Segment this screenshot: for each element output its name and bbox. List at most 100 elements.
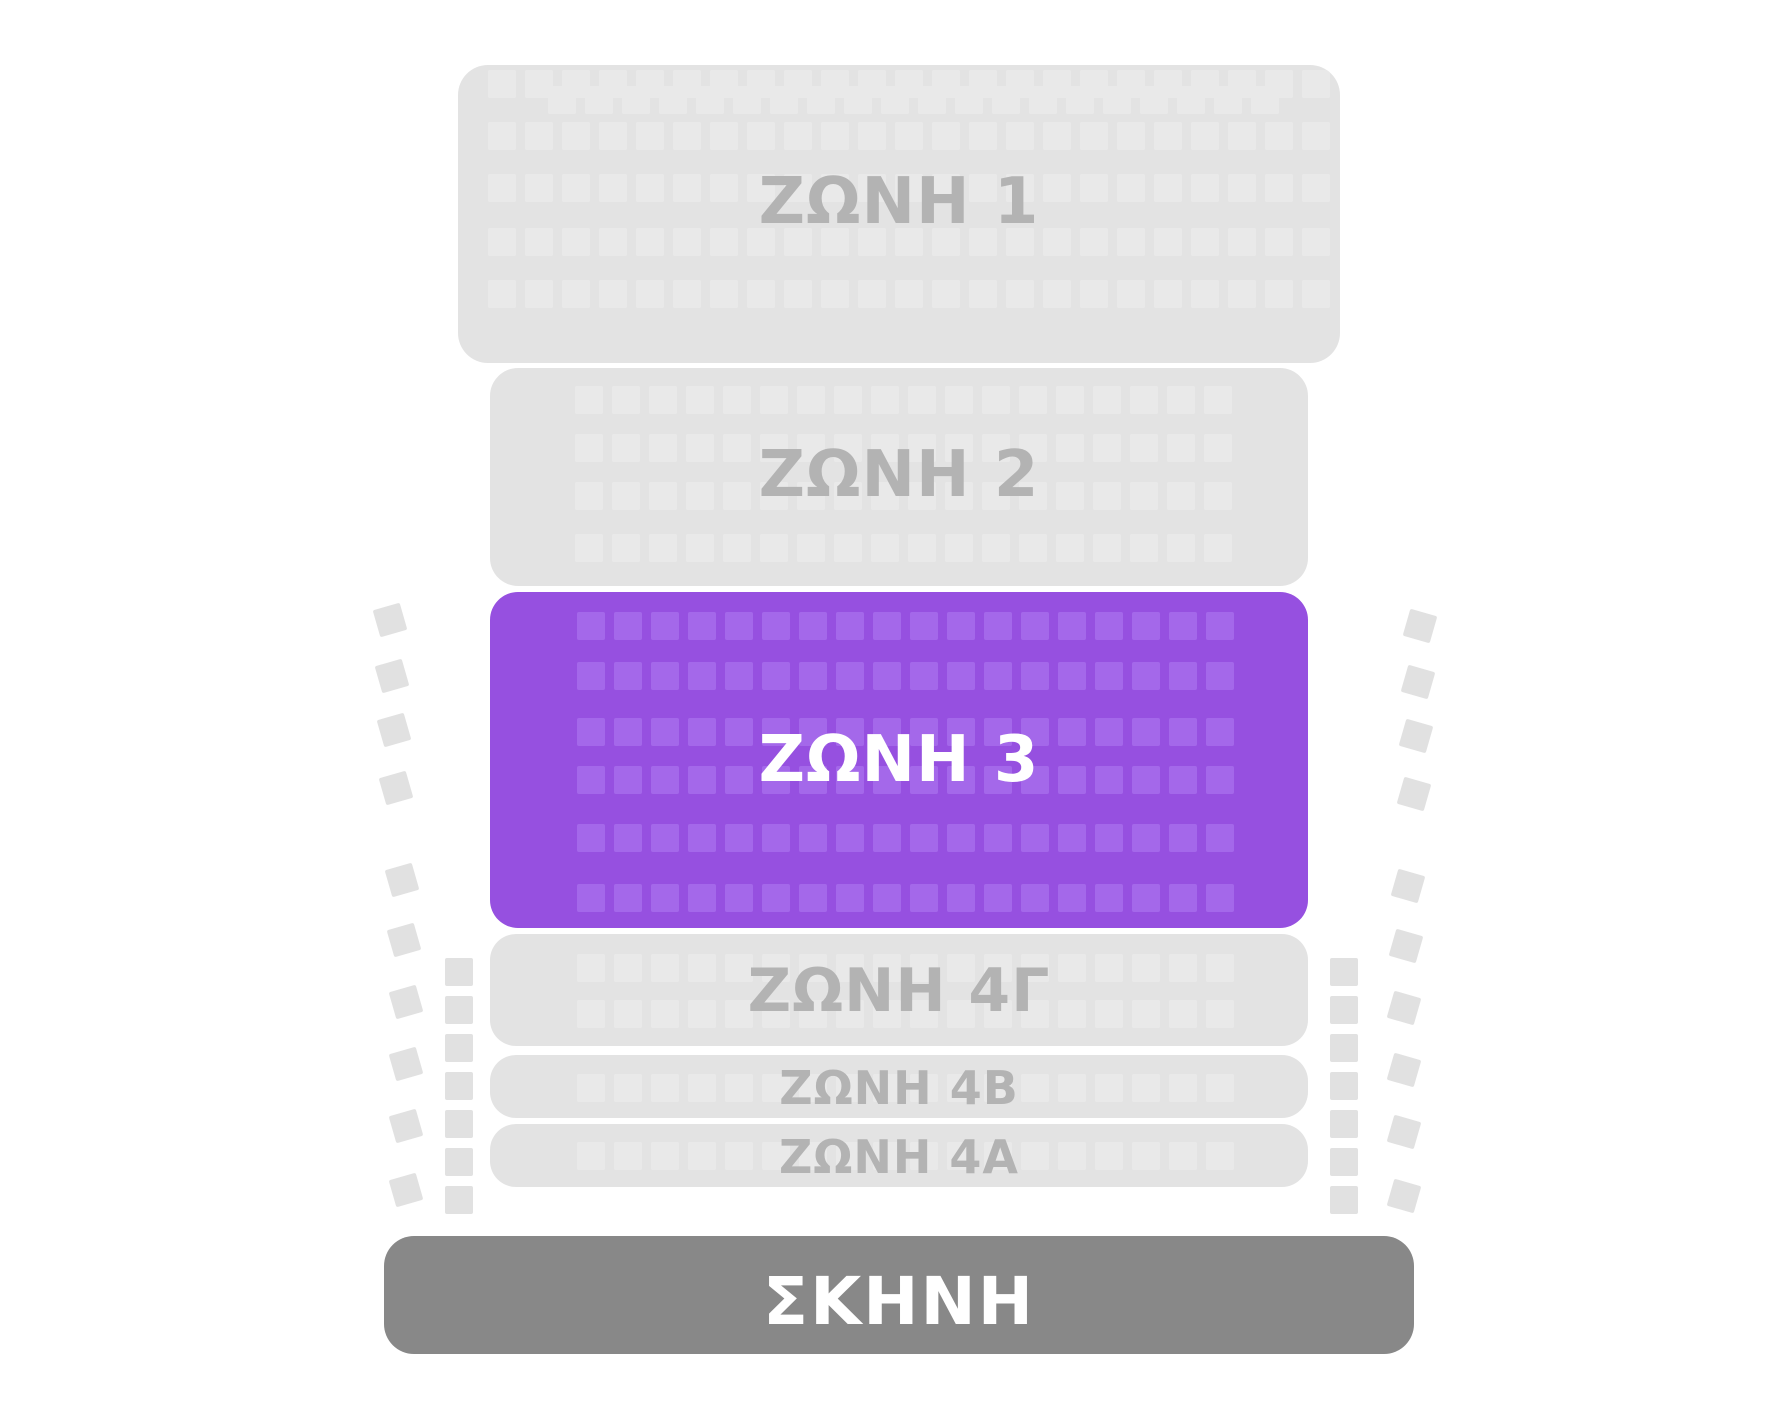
seat <box>651 662 679 690</box>
seat <box>1169 1074 1197 1102</box>
seat <box>488 280 516 308</box>
seat <box>649 386 677 414</box>
seat <box>908 386 936 414</box>
seat <box>799 1000 827 1028</box>
seat <box>1058 1074 1086 1102</box>
seat <box>651 1074 679 1102</box>
seat <box>688 824 716 852</box>
seat <box>836 1074 864 1102</box>
seat <box>910 884 938 912</box>
seat <box>1006 122 1034 150</box>
seat <box>525 228 553 256</box>
seat <box>984 884 1012 912</box>
seat <box>799 662 827 690</box>
seat <box>1132 612 1160 640</box>
seat <box>784 280 812 308</box>
seat <box>834 482 862 510</box>
side-seat <box>388 1172 424 1208</box>
zone-4b-seats <box>490 1055 1308 1118</box>
seat <box>575 434 603 462</box>
seat <box>725 1074 753 1102</box>
seat <box>984 954 1012 982</box>
seat <box>725 1000 753 1028</box>
seat <box>725 1142 753 1170</box>
seat <box>932 228 960 256</box>
seat <box>799 1142 827 1170</box>
seat <box>945 534 973 562</box>
seat <box>836 612 864 640</box>
seat <box>873 612 901 640</box>
seat <box>1265 228 1293 256</box>
stage-bar: ΣΚΗΝΗ <box>384 1236 1414 1354</box>
seat <box>1169 662 1197 690</box>
seat <box>821 280 849 308</box>
seat <box>1140 86 1168 114</box>
seat <box>488 228 516 256</box>
side-seat <box>1400 664 1436 700</box>
zone-4g[interactable]: ΖΩΝΗ 4Γ <box>490 934 1308 1046</box>
seat <box>651 718 679 746</box>
seat <box>562 228 590 256</box>
zone-4a[interactable]: ΖΩΝΗ 4Α <box>490 1124 1308 1187</box>
seat <box>1058 824 1086 852</box>
seat <box>599 228 627 256</box>
seat <box>799 766 827 794</box>
seat <box>969 174 997 202</box>
zone-2[interactable]: ΖΩΝΗ 2 <box>490 368 1308 586</box>
seat <box>873 1142 901 1170</box>
seat <box>612 434 640 462</box>
seat <box>932 174 960 202</box>
zone-4b[interactable]: ΖΩΝΗ 4Β <box>490 1055 1308 1118</box>
seat <box>525 122 553 150</box>
seat <box>1191 228 1219 256</box>
seat <box>725 824 753 852</box>
seat <box>908 434 936 462</box>
seat <box>1095 954 1123 982</box>
seat <box>858 174 886 202</box>
seat <box>895 174 923 202</box>
seat <box>614 954 642 982</box>
seat <box>1206 954 1234 982</box>
seat <box>1056 434 1084 462</box>
seat <box>910 1000 938 1028</box>
side-seat <box>445 1186 473 1214</box>
seat <box>947 1142 975 1170</box>
seat <box>1019 482 1047 510</box>
seat <box>1206 824 1234 852</box>
seat <box>696 86 724 114</box>
seat <box>821 122 849 150</box>
seat <box>1169 612 1197 640</box>
seat <box>651 766 679 794</box>
seat <box>1191 122 1219 150</box>
zone-4g-label: ΖΩΝΗ 4Γ <box>747 956 1051 1026</box>
seat <box>688 1074 716 1102</box>
seat <box>688 884 716 912</box>
seat <box>762 884 790 912</box>
seat <box>1206 1074 1234 1102</box>
seat <box>1021 884 1049 912</box>
seat <box>1130 434 1158 462</box>
seat <box>1095 884 1123 912</box>
zone-3[interactable]: ΖΩΝΗ 3 <box>490 592 1308 928</box>
seat <box>673 122 701 150</box>
side-seat <box>1330 1148 1358 1176</box>
side-seat <box>372 602 408 638</box>
seat <box>1251 86 1279 114</box>
seat <box>1206 766 1234 794</box>
seat <box>1021 718 1049 746</box>
seat <box>1265 122 1293 150</box>
seat <box>1130 482 1158 510</box>
zone-1[interactable]: ΖΩΝΗ 1 <box>458 65 1340 363</box>
seat <box>651 1142 679 1170</box>
seat <box>762 824 790 852</box>
seat <box>969 122 997 150</box>
seat <box>1093 482 1121 510</box>
seat <box>910 662 938 690</box>
seat <box>881 86 909 114</box>
seat <box>910 824 938 852</box>
seat <box>577 766 605 794</box>
seat <box>1191 174 1219 202</box>
seat <box>710 174 738 202</box>
seat <box>797 482 825 510</box>
seat <box>821 174 849 202</box>
